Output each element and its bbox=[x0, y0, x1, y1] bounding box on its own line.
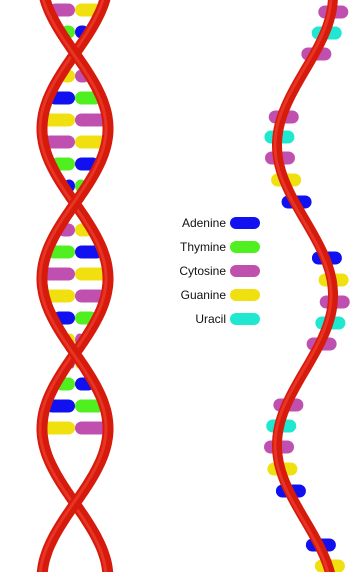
legend-item-uracil: Uracil bbox=[150, 307, 260, 331]
legend-item-guanine: Guanine bbox=[150, 283, 260, 307]
legend-item-adenine: Adenine bbox=[150, 211, 260, 235]
dna-base-pairs bbox=[42, 4, 108, 435]
legend-swatch bbox=[230, 265, 260, 277]
dna-double-helix bbox=[40, 0, 108, 572]
base-pair bbox=[43, 136, 106, 149]
legend-label: Uracil bbox=[150, 312, 230, 326]
base-pair bbox=[43, 114, 108, 127]
base-pair bbox=[42, 422, 108, 435]
legend-item-cytosine: Cytosine bbox=[150, 259, 260, 283]
base-pair bbox=[42, 268, 108, 281]
legend-label: Guanine bbox=[150, 288, 230, 302]
legend-item-thymine: Thymine bbox=[150, 235, 260, 259]
base-pair bbox=[46, 400, 105, 413]
legend-swatch bbox=[230, 241, 260, 253]
legend-swatch bbox=[230, 217, 260, 229]
legend-label: Adenine bbox=[150, 216, 230, 230]
legend-label: Thymine bbox=[150, 240, 230, 254]
legend-label: Cytosine bbox=[150, 264, 230, 278]
legend-swatch bbox=[230, 313, 260, 325]
base-pair bbox=[47, 246, 103, 259]
base-pair bbox=[44, 290, 106, 303]
legend-swatch bbox=[230, 289, 260, 301]
